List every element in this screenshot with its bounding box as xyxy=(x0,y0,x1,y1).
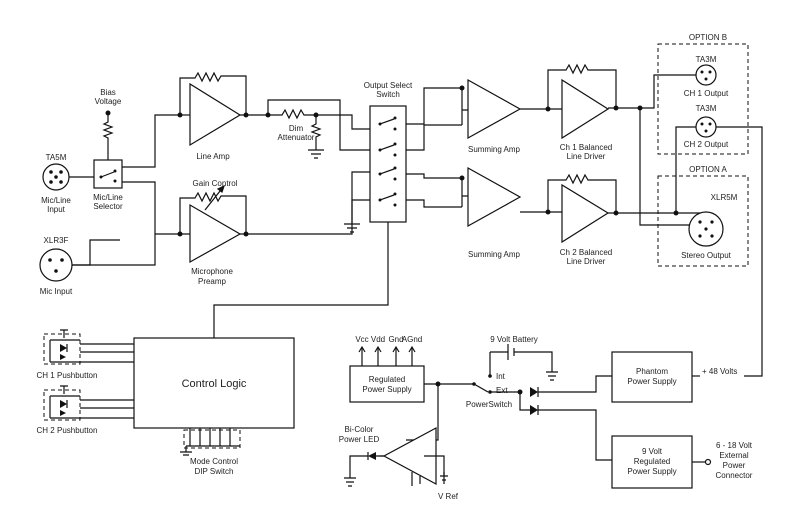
rail-vcc-label: Vcc xyxy=(355,335,368,344)
summing-amp-2-label: Summing Amp xyxy=(468,250,521,259)
rail-gnd-label: Gnd xyxy=(388,335,403,344)
xlr3f-label: XLR3F xyxy=(44,236,69,245)
ch1-output-label: CH 1 Output xyxy=(684,89,729,98)
mic-input-label: Mic Input xyxy=(40,287,73,296)
ch1-line-driver xyxy=(561,78,610,140)
xlr5m-label: XLR5M xyxy=(711,193,738,202)
line-amp-label: Line Amp xyxy=(196,152,230,161)
regulated-power-supply xyxy=(349,365,425,403)
ch2-pushbutton-label: CH 2 Pushbutton xyxy=(37,426,98,435)
power-switch-label: PowerSwitch xyxy=(466,400,512,409)
selector-label-1: Mic/Line xyxy=(93,193,123,202)
dim-label-1: Dim xyxy=(289,124,304,133)
int-label: Int xyxy=(496,372,506,381)
ch2-pushbutton xyxy=(43,385,134,421)
xlr3f-connector xyxy=(39,248,73,282)
phantom-ps-label-1: Phantom xyxy=(636,367,668,376)
ext-conn-label-4: Connector xyxy=(716,471,753,480)
option-b-box xyxy=(657,43,749,155)
ta3m-2-label: TA3M xyxy=(696,104,717,113)
battery-9v xyxy=(489,344,558,381)
ch1-pushbutton-label: CH 1 Pushbutton xyxy=(37,371,98,380)
ta3m-ch2-connector xyxy=(695,116,717,138)
summing-amp-2 xyxy=(467,166,522,228)
option-b-label: OPTION B xyxy=(689,33,727,42)
ta5m-label: TA5M xyxy=(46,153,67,162)
phantom-ps-label-2: Power Supply xyxy=(627,377,676,386)
reg-9v-label-1: 9 Volt xyxy=(642,447,663,456)
regulated-ps-label-2: Power Supply xyxy=(362,385,411,394)
ta5m-connector xyxy=(42,163,70,191)
bias-label-2: Voltage xyxy=(95,97,122,106)
rail-vdd-label: Vdd xyxy=(371,335,385,344)
mode-control-dip-switch xyxy=(180,428,241,456)
regulated-ps-label-1: Regulated xyxy=(369,375,405,384)
bicolor-power-led xyxy=(344,452,384,487)
line-amp xyxy=(189,82,242,147)
summing-amp-1-label: Summing Amp xyxy=(468,145,521,154)
ext-label: Ext xyxy=(496,386,508,395)
ch1-driver-label-1: Ch 1 Balanced xyxy=(560,143,612,152)
ch1-driver-label-2: Line Driver xyxy=(567,152,606,161)
ta3m-ch1-connector xyxy=(695,64,717,86)
selector-label-2: Selector xyxy=(93,202,123,211)
mode-control-label-1: Mode Control xyxy=(190,457,238,466)
rail-agnd-label: AGnd xyxy=(402,335,422,344)
gain-control-label: Gain Control xyxy=(193,179,238,188)
phantom-power-supply xyxy=(611,351,693,403)
ext-conn-label-1: 6 - 18 Volt xyxy=(716,441,753,450)
output-select-label-2: Switch xyxy=(376,90,400,99)
control-logic xyxy=(133,337,295,429)
battery-label: 9 Volt Battery xyxy=(490,335,538,344)
ext-conn-label-3: Power xyxy=(723,461,746,470)
mic-line-input-label-1: Mic/Line xyxy=(41,196,71,205)
mode-control-label-2: DIP Switch xyxy=(195,467,234,476)
9v-regulated-power-supply xyxy=(611,435,693,489)
switch-contacts xyxy=(378,116,397,207)
ch2-driver-label-1: Ch 2 Balanced xyxy=(560,248,612,257)
mic-line-input-label-2: Input xyxy=(47,205,66,214)
reg-9v-label-2: Regulated xyxy=(634,457,670,466)
output-select-label-1: Output Select xyxy=(364,81,413,90)
option-a-box xyxy=(657,175,749,267)
microphone-preamp xyxy=(189,203,242,264)
reg-9v-label-3: Power Supply xyxy=(627,467,676,476)
output-select-switch xyxy=(369,105,407,223)
ch2-output-label: CH 2 Output xyxy=(684,140,729,149)
control-logic-label: Control Logic xyxy=(182,378,247,390)
bias-label-1: Bias xyxy=(100,88,116,97)
ext-conn-label-2: External xyxy=(719,451,749,460)
ta3m-1-label: TA3M xyxy=(696,55,717,64)
vref-label: V Ref xyxy=(438,492,459,501)
bias-resistor xyxy=(102,113,114,160)
ch2-driver-label-2: Line Driver xyxy=(567,257,606,266)
stereo-output-label: Stereo Output xyxy=(681,251,732,260)
ch2-line-driver xyxy=(561,183,610,244)
option-a-label: OPTION A xyxy=(689,165,727,174)
bicolor-led-label-2: Power LED xyxy=(339,435,380,444)
plus-48v-label: + 48 Volts xyxy=(702,367,737,376)
preamp-label-2: Preamp xyxy=(198,277,227,286)
preamp-label-1: Microphone xyxy=(191,267,233,276)
dim-label-2: Attenuator xyxy=(278,133,315,142)
ch1-pushbutton xyxy=(43,329,134,365)
power-switch xyxy=(472,374,492,394)
summing-amp-1 xyxy=(467,78,522,140)
bicolor-led-label-1: Bi-Color xyxy=(345,425,374,434)
